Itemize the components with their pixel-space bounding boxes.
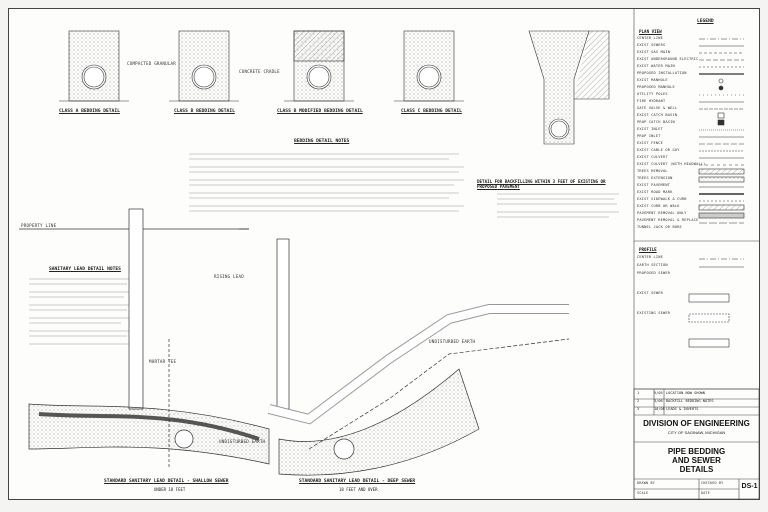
class-c-caption: CLASS C BEDDING DETAIL (401, 109, 462, 114)
revision-row: 3 10/08 LEADS & INVERTS (637, 407, 757, 415)
legend-item: EXIST CATCH BASIN (637, 113, 678, 117)
legend-item: GATE VALVE & WELL (637, 106, 678, 110)
legend-item: EXIST MANHOLE (637, 78, 668, 82)
drawing-canvas (19, 9, 759, 499)
sheet-title-3: DETAILS (679, 465, 714, 474)
revision-date: 5/05 (654, 391, 663, 395)
compacted-granular-label: COMPACTED GRANULAR (127, 61, 176, 66)
profile-item: EXIST SEWER (637, 291, 663, 295)
revision-row: 2 3/06 BACKFILL BEDDING NOTES (637, 399, 757, 407)
undisturbed-earth-label: UNDISTURBED EARTH (429, 339, 476, 344)
legend-item: TREES EXTENSION (637, 176, 673, 180)
legend-item: EXIST SEWERS (637, 43, 666, 47)
legend-title: LEGEND (697, 19, 714, 24)
legend-symbols (688, 38, 745, 348)
plan-view-title: PLAN VIEW (639, 29, 662, 34)
legend-item: PROPOSED INSTALLATION (637, 71, 687, 75)
legend-item: PAVEMENT REMOVAL & REPLACE (637, 218, 699, 222)
legend-item: PROP CATCH BASIN (637, 120, 675, 124)
drawn-by-label: DRAWN BY (637, 481, 655, 485)
class-b-modified-bedding-detail (284, 30, 354, 102)
class-a-caption: CLASS A BEDDING DETAIL (59, 109, 120, 114)
bedding-notes-lines (29, 153, 619, 345)
backfill-caption: DETAIL FOR BACKFILLING WITHIN 3 FEET OF … (477, 179, 606, 189)
legend-profile-list: CENTER LINE EARTH SECTION PROPOSED SEWER… (637, 255, 697, 319)
shallow-sewer-detail (19, 208, 270, 469)
legend-item: PAVEMENT REMOVAL ONLY (637, 211, 687, 215)
class-b-bedding-detail (169, 30, 239, 102)
concrete-cradle-label: CONCRETE CRADLE (239, 69, 280, 74)
checked-by-label: CHECKED BY (701, 481, 724, 485)
backfill-detail (528, 30, 610, 145)
legend-item: PROP INLET (637, 134, 661, 138)
revision-row: 1 5/05 LOCATION NOW SHOWN (637, 391, 757, 399)
revision-date: 10/08 (654, 407, 665, 411)
city-name: CITY OF SAGINAW, MICHIGAN (667, 430, 726, 435)
legend-item: EXIST FENCE (637, 141, 663, 145)
legend-item: EXIST CULVERT (WITH HEADWALL) (637, 162, 706, 166)
property-line-label: PROPERTY LINE (21, 223, 57, 228)
revision-no: 2 (637, 399, 640, 403)
sheet-number: DS-1 (741, 483, 758, 490)
legend-item: PROPOSED MANHOLE (637, 85, 675, 89)
legend-item: EXIST WATER MAIN (637, 64, 675, 68)
legend-item: UTILITY POLES (637, 92, 668, 96)
revision-text: BACKFILL BEDDING NOTES (666, 399, 714, 403)
profile-item: PROPOSED SEWER (637, 271, 671, 275)
legend-item: CENTER LINE (637, 36, 663, 40)
legend-item: EXIST CURB OR WALK (637, 204, 680, 208)
org-name: DIVISION OF ENGINEERING (643, 419, 750, 428)
profile-item: EXISTING SEWER (637, 311, 671, 315)
shallow-detail-title: STANDARD SANITARY LEAD DETAIL - SHALLOW … (104, 479, 229, 484)
rising-lead-label: RISING LEAD (214, 274, 244, 279)
profile-item: EARTH SECTION (637, 263, 668, 267)
revision-date: 3/06 (654, 399, 663, 403)
legend-item: EXIST INLET (637, 127, 663, 131)
bedding-notes-title: BEDDING DETAIL NOTES (294, 139, 350, 144)
lead-notes-title: SANITARY LEAD DETAIL NOTES (49, 267, 121, 272)
date-label: DATE (701, 491, 710, 495)
profile-item: CENTER LINE (637, 255, 663, 259)
scale-label: SCALE (637, 491, 649, 495)
deep-sewer-detail (239, 228, 570, 476)
legend-item: EXIST CULVERT (637, 155, 668, 159)
legend-plan-list: CENTER LINE EXIST SEWERS EXIST GAS MAIN … (637, 36, 706, 232)
legend-item: EXIST UNDERGROUND ELECTRIC (637, 57, 699, 61)
revision-no: 3 (637, 407, 640, 411)
profile-title: PROFILE (639, 247, 657, 252)
class-b-caption: CLASS B BEDDING DETAIL (174, 109, 235, 114)
legend-item: TREES REMOVAL (637, 169, 668, 173)
title-block (633, 388, 759, 499)
legend-item: EXIST CABLE OR GUY (637, 148, 680, 152)
deep-detail-title: STANDARD SANITARY LEAD DETAIL - DEEP SEW… (299, 479, 416, 484)
class-b-modified-caption: CLASS B MODIFIED BEDDING DETAIL (277, 109, 363, 114)
legend-item: EXIST PAVEMENT (637, 183, 671, 187)
class-c-bedding-detail (394, 30, 464, 102)
deep-detail-subtitle: 18 FEET AND OVER (339, 487, 378, 492)
revision-no: 1 (637, 391, 640, 395)
revision-text: LEADS & INVERTS (666, 407, 699, 411)
legend-item: EXIST GAS MAIN (637, 50, 671, 54)
legend-item: FIRE HYDRANT (637, 99, 666, 103)
legend-item: TUNNEL JACK OR BORE (637, 225, 682, 229)
legend-item: EXIST ROAD MARK (637, 190, 673, 194)
undisturbed-earth-label-2: UNDISTURBED EARTH (219, 439, 266, 444)
revision-text: LOCATION NOW SHOWN (666, 391, 705, 395)
mortar-tee-label: MORTAR TEE (149, 359, 177, 364)
sheet-title-1: PIPE BEDDING (667, 447, 726, 456)
legend-item: EXIST SIDEWALK & CURB (637, 197, 687, 201)
class-a-bedding-detail (59, 30, 129, 102)
sheet-title-2: AND SEWER (672, 456, 721, 465)
drawing-frame: CLASS A BEDDING DETAIL CLASS B BEDDING D… (8, 8, 760, 500)
revision-table: 1 5/05 LOCATION NOW SHOWN 2 3/06 BACKFIL… (637, 391, 757, 415)
shallow-detail-subtitle: UNDER 18 FEET (154, 487, 186, 492)
